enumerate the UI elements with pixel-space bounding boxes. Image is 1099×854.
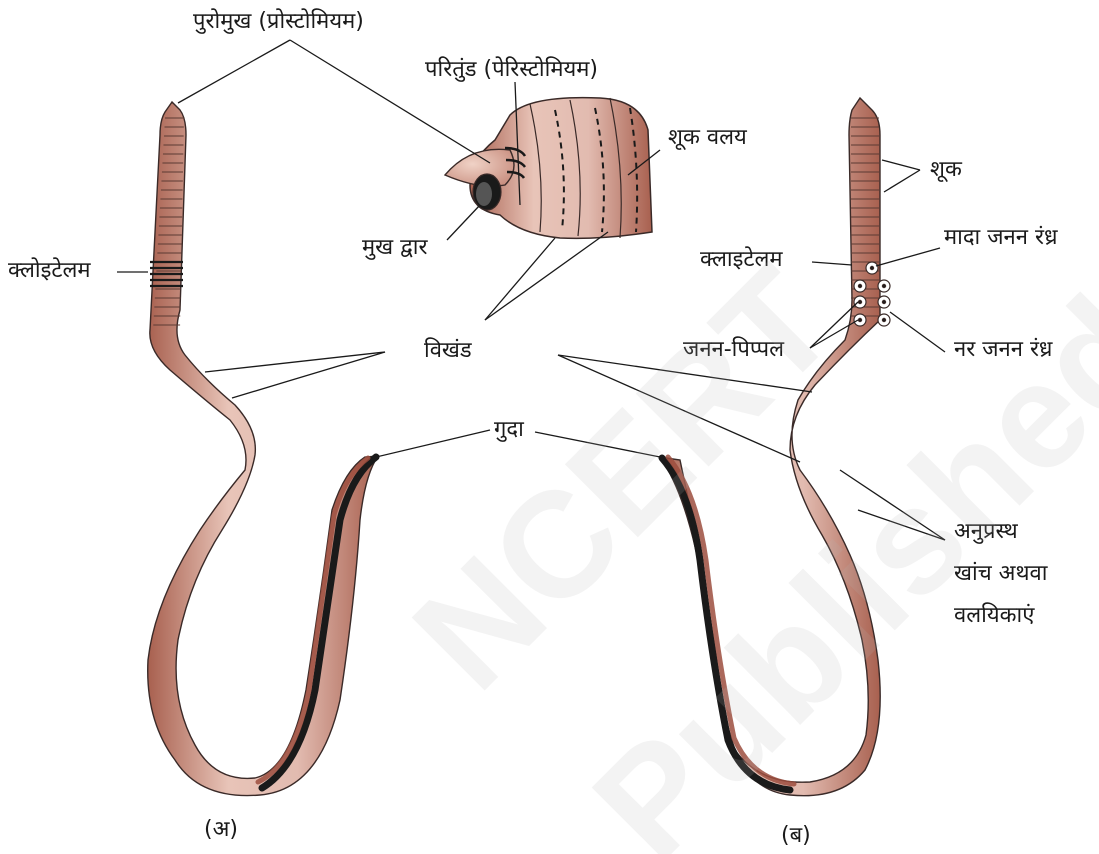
label-mouth: मुख द्वार (362, 236, 428, 260)
head-closeup (445, 98, 652, 239)
label-segments: विखंड (424, 339, 472, 363)
label-annuli-line1: अनुप्रस्थ (954, 520, 1018, 544)
label-female-pore: मादा जनन रंध्र (944, 226, 1058, 250)
papilla-dot (882, 284, 885, 287)
worm-b-outline (660, 98, 880, 796)
worm-b (660, 98, 890, 796)
label-setae: शूक (930, 158, 962, 182)
label-peristomium: परितुंड (पेरिस्टोमियम) (425, 58, 598, 82)
label-clitellum-right: क्लाइटेलम (700, 248, 783, 272)
papilla-dot (858, 284, 861, 287)
papilla-dot (870, 266, 873, 269)
label-male-pore: नर जनन रंध्र (954, 338, 1052, 362)
caption-b: (ब) (781, 824, 811, 848)
worm-a (148, 102, 378, 796)
label-setal-ring: शूक वलय (668, 126, 747, 150)
label-prostomium: पुरोमुख (प्रोस्टोमियम) (193, 10, 364, 34)
label-genital-papillae: जनन-पिप्पल (683, 338, 784, 362)
worm-b-ventral-band (662, 458, 790, 790)
papilla-dot (858, 300, 861, 303)
label-anus: गुदा (494, 418, 524, 442)
worm-a-outline (148, 102, 378, 796)
papilla-dot (882, 300, 885, 303)
label-annuli-line2: खांच अथवा (954, 562, 1047, 586)
label-annuli-line3: वलयिकाएं (954, 604, 1034, 628)
caption-a: (अ) (204, 818, 238, 842)
papilla-dot (858, 318, 861, 321)
papilla-dot (882, 318, 885, 321)
label-clitellum-left: क्लोइटेलम (8, 259, 91, 283)
